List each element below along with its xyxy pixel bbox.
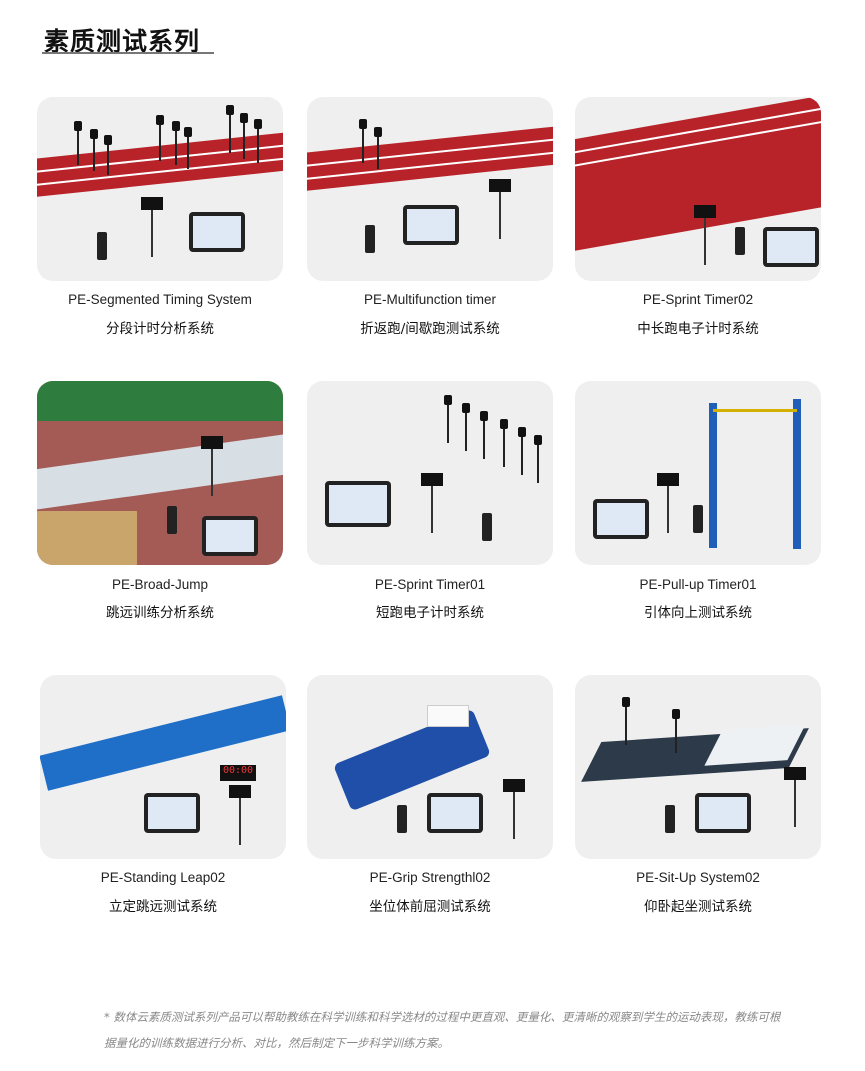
product-name-cn: 中长跑电子计时系统 xyxy=(637,321,759,337)
section-title: 素质测试系列 xyxy=(44,27,201,56)
product-card-segmented-timing[interactable] xyxy=(37,97,283,281)
title-underline xyxy=(42,52,214,54)
product-name-cn: 仰卧起坐测试系统 xyxy=(644,899,752,915)
product-name-en: PE-Standing Leap02 xyxy=(100,870,226,885)
product-name-en: PE-Sprint Timer01 xyxy=(374,577,486,592)
product-name-cn: 短跑电子计时系统 xyxy=(376,605,484,621)
product-card-sprint-timer02[interactable] xyxy=(575,97,821,281)
product-name-cn: 坐位体前屈测试系统 xyxy=(369,899,491,915)
product-card-pull-up-timer01[interactable] xyxy=(575,381,821,565)
product-name-en: PE-Grip Strengthl02 xyxy=(369,870,491,885)
product-name-en: PE-Multifunction timer xyxy=(363,292,497,307)
product-name-cn: 立定跳远测试系统 xyxy=(109,899,217,915)
product-name-cn: 跳远训练分析系统 xyxy=(106,605,214,621)
product-card-grip-strength02[interactable] xyxy=(307,675,553,859)
product-name-en: PE-Pull-up Timer01 xyxy=(639,577,757,592)
product-card-standing-leap02[interactable]: 00:00 xyxy=(40,675,286,859)
product-name-en: PE-Sit-Up System02 xyxy=(636,870,760,885)
product-name-cn: 引体向上测试系统 xyxy=(644,605,752,621)
product-name-cn: 分段计时分析系统 xyxy=(106,321,214,337)
product-name-en: PE-Segmented Timing System xyxy=(68,292,252,307)
product-card-sit-up-system02[interactable] xyxy=(575,675,821,859)
footnote: * 数体云素质测试系列产品可以帮助教练在科学训练和科学选材的过程中更直观、更量化… xyxy=(104,1010,781,1050)
product-card-multifunction-timer[interactable] xyxy=(307,97,553,281)
product-card-broad-jump[interactable] xyxy=(37,381,283,565)
product-name-en: PE-Broad-Jump xyxy=(111,577,209,592)
product-card-sprint-timer01[interactable] xyxy=(307,381,553,565)
product-name-cn: 折返跑/间歇跑测试系统 xyxy=(360,321,500,337)
product-name-en: PE-Sprint Timer02 xyxy=(642,292,754,307)
